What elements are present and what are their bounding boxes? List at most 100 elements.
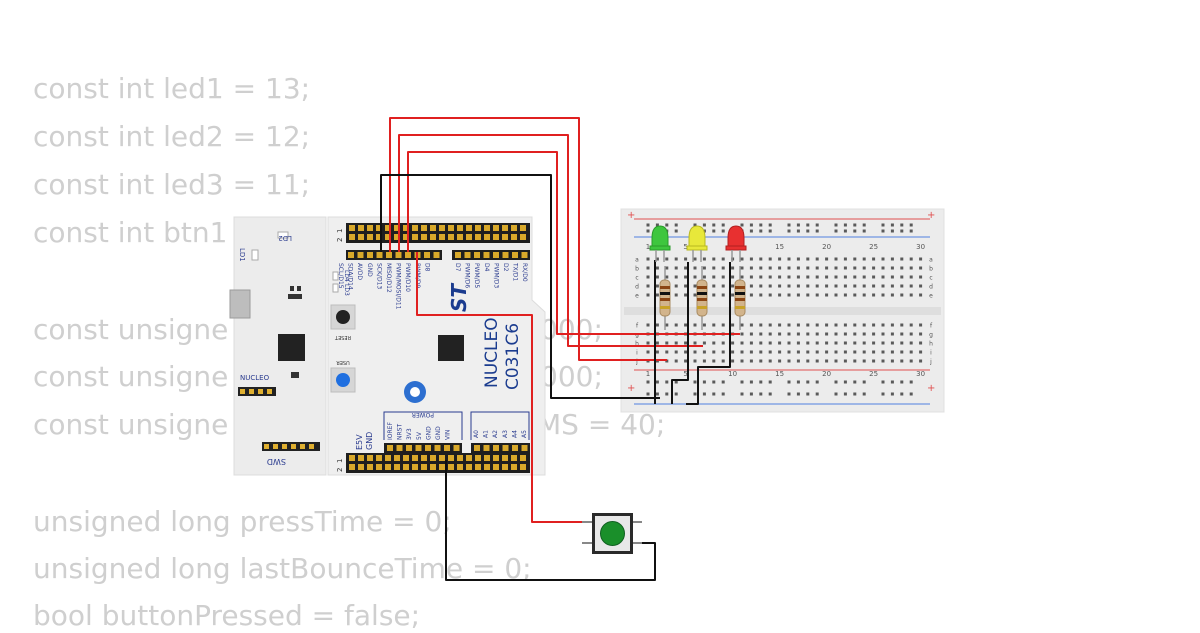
wire-led3-d11[interactable]: [407, 151, 740, 335]
header-pin: [521, 252, 528, 258]
breadboard-hole: [900, 359, 904, 363]
breadboard-hole: [759, 275, 763, 279]
breadboard-col-number: 25: [869, 243, 878, 251]
rail-hole: [853, 380, 857, 384]
breadboard[interactable]: + + + + 115510101515202025253030aabbccdd…: [620, 208, 945, 413]
header-pin: [475, 234, 481, 240]
header-pin: [520, 464, 526, 470]
header-pin: [466, 464, 472, 470]
breadboard-hole: [862, 359, 866, 363]
swd-label: SWD: [267, 457, 286, 466]
header-pin: [386, 252, 392, 258]
breadboard-hole: [806, 332, 810, 336]
breadboard-hole: [684, 257, 688, 261]
breadboard-hole: [712, 257, 716, 261]
rail-hole: [834, 229, 838, 233]
resistor-1[interactable]: [659, 266, 671, 330]
breadboard-hole: [674, 257, 678, 261]
resistor-2[interactable]: [696, 266, 708, 330]
breadboard-hole: [693, 284, 697, 288]
breadboard-hole: [702, 266, 706, 270]
header-pin: [358, 455, 364, 461]
breadboard-hole: [731, 284, 735, 288]
header-pin: [403, 455, 409, 461]
breadboard-hole: [815, 257, 819, 261]
header-pin: [483, 252, 490, 258]
rail-hole: [843, 229, 847, 233]
breadboard-hole: [796, 350, 800, 354]
led-red[interactable]: [725, 225, 747, 262]
breadboard-hole: [834, 257, 838, 261]
breadboard-hole: [749, 293, 753, 297]
breadboard-hole: [655, 293, 659, 297]
rail-hole: [881, 380, 885, 384]
header-pin: [511, 234, 517, 240]
rail-hole: [665, 380, 669, 384]
breadboard-hole: [890, 284, 894, 288]
wire-led1-d13[interactable]: [389, 117, 667, 361]
header-pin: [385, 455, 391, 461]
breadboard-hole: [834, 359, 838, 363]
bottom-pin-label: NRST: [397, 424, 404, 440]
rail-hole: [674, 380, 678, 384]
breadboard-hole: [796, 341, 800, 345]
nucleo-board[interactable]: LD2 LD1 NUCLEO SWD 1 2 SCL/D15: [229, 216, 546, 476]
breadboard-hole: [684, 293, 688, 297]
resistor-3[interactable]: [734, 266, 746, 330]
analog-box: [470, 411, 530, 440]
rail-hole: [646, 392, 650, 396]
breadboard-hole: [806, 257, 810, 261]
breadboard-hole: [759, 359, 763, 363]
header-pin: [493, 234, 499, 240]
breadboard-hole: [693, 350, 697, 354]
breadboard-row-letter: a: [635, 257, 639, 264]
breadboard-hole: [721, 266, 725, 270]
header-pin: [502, 455, 508, 461]
header-pin: [376, 455, 382, 461]
wire-btn-d2[interactable]: [416, 252, 594, 523]
wire-gnd-r3[interactable]: [686, 262, 731, 405]
breadboard-hole: [796, 359, 800, 363]
header-pin: [457, 464, 463, 470]
rail-hole: [796, 229, 800, 233]
header-pin: [376, 225, 382, 231]
header-pin: [448, 455, 454, 461]
breadboard-hole: [881, 332, 885, 336]
breadboard-hole: [646, 323, 650, 327]
push-button[interactable]: [582, 513, 642, 554]
wire-btn-gnd[interactable]: [445, 460, 656, 581]
rail-hole: [853, 223, 857, 227]
breadboard-hole: [796, 293, 800, 297]
led-green[interactable]: [649, 225, 671, 262]
breadboard-hole: [749, 359, 753, 363]
header-pin: [493, 464, 499, 470]
breadboard-hole: [721, 359, 725, 363]
breadboard-hole: [655, 350, 659, 354]
code-line-3: const int led3 = 11;: [33, 168, 311, 201]
breadboard-hole: [731, 350, 735, 354]
breadboard-hole: [759, 350, 763, 354]
breadboard-hole: [853, 266, 857, 270]
header-pin: [512, 445, 518, 451]
header-pin: [457, 455, 463, 461]
led-yellow[interactable]: [686, 225, 708, 262]
wire-gnd-r2[interactable]: [671, 262, 689, 404]
breadboard-hole: [740, 266, 744, 270]
rail-hole: [674, 229, 678, 233]
rail-hole: [749, 380, 753, 384]
rail-hole: [646, 229, 650, 233]
breadboard-hole: [740, 323, 744, 327]
breadboard-hole: [909, 266, 913, 270]
wire-gnd-top[interactable]: [380, 174, 660, 399]
breadboard-hole: [712, 341, 716, 345]
breadboard-hole: [768, 332, 772, 336]
analog-pin-label: A2: [492, 430, 499, 438]
rail-hole: [759, 229, 763, 233]
breadboard-hole: [740, 275, 744, 279]
breadboard-hole: [712, 266, 716, 270]
header-pin: [433, 252, 440, 258]
breadboard-hole: [759, 257, 763, 261]
breadboard-hole: [900, 323, 904, 327]
button-cap[interactable]: [600, 521, 625, 546]
breadboard-trench: [624, 307, 941, 315]
